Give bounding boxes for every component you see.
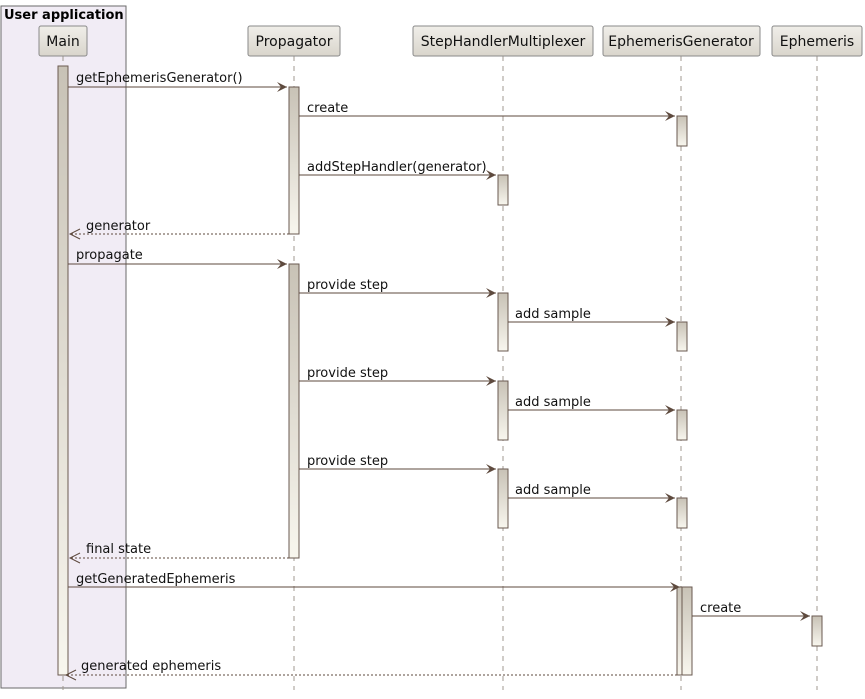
message-label: create (307, 101, 348, 116)
participant-label: Main (46, 34, 79, 50)
activation-propagator-2 (288, 263, 300, 559)
message-label: provide step (307, 454, 388, 469)
arrowhead (68, 228, 81, 240)
activation-gen-2 (676, 321, 688, 352)
message-label: final state (86, 542, 151, 557)
activation-main (57, 65, 69, 676)
activation-eph (811, 615, 823, 647)
activations (57, 65, 823, 676)
arrowhead (68, 552, 81, 564)
activation-gen-1 (676, 115, 688, 147)
arrowhead (665, 111, 675, 121)
participant-label: StepHandlerMultiplexer (421, 34, 586, 50)
messages: getEphemerisGenerator() create addStepHa… (64, 71, 810, 681)
message-label: getEphemerisGenerator() (76, 71, 243, 86)
activation-propagator-1 (288, 86, 300, 235)
activation-gen-3 (676, 409, 688, 441)
arrowhead (64, 669, 77, 681)
arrowhead (486, 170, 496, 180)
arrowhead (486, 288, 496, 298)
message-label: generated ephemeris (81, 659, 221, 674)
activation-gen-4 (676, 497, 688, 529)
message-label: provide step (307, 366, 388, 381)
message-label: add sample (515, 307, 591, 322)
arrowhead (277, 82, 287, 92)
message-label: create (700, 601, 741, 616)
participant-label: Propagator (256, 34, 333, 50)
box-title: User application (4, 8, 124, 23)
arrowhead (486, 376, 496, 386)
participant-label: Ephemeris (780, 34, 854, 50)
activation-mux-4 (497, 468, 509, 529)
participant-mux: StepHandlerMultiplexer (412, 25, 594, 57)
arrowhead (665, 317, 675, 327)
participant-propagator: Propagator (247, 25, 341, 57)
message-label: add sample (515, 395, 591, 410)
message-label: getGeneratedEphemeris (76, 572, 236, 587)
message-label: provide step (307, 278, 388, 293)
arrowhead (665, 405, 675, 415)
message-label: generator (86, 219, 151, 234)
activation-gen-5-nested (681, 586, 693, 676)
arrowhead (486, 464, 496, 474)
message-label: propagate (76, 248, 143, 263)
message-label: add sample (515, 483, 591, 498)
arrowhead (800, 611, 810, 621)
activation-mux-1 (497, 174, 509, 206)
arrowhead (670, 582, 680, 592)
participant-eph: Ephemeris (771, 25, 863, 57)
lifelines (62, 56, 818, 690)
activation-mux-3 (497, 380, 509, 441)
arrowhead (277, 259, 287, 269)
participant-label: EphemerisGenerator (608, 34, 754, 50)
message-label: addStepHandler(generator) (307, 160, 487, 175)
activation-mux-2 (497, 292, 509, 352)
arrowhead (665, 493, 675, 503)
participant-main: Main (38, 25, 88, 57)
participant-gen: EphemerisGenerator (602, 25, 761, 57)
